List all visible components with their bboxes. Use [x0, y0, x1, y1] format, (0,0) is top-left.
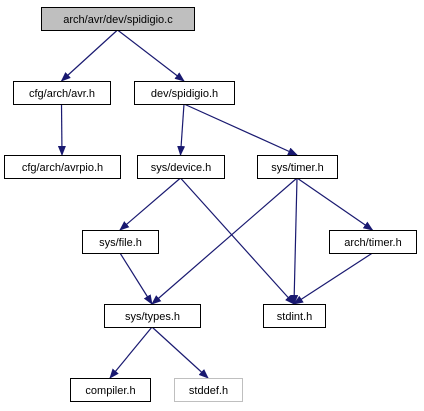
node-dev_spidigio_h[interactable]: dev/spidigio.h — [134, 81, 235, 105]
edge-cfg_avr_h-to-cfg_avrpio_h — [57, 103, 66, 156]
edge-sys_file_h-to-sys_types_h — [119, 252, 153, 305]
node-compiler_h[interactable]: compiler.h — [70, 378, 151, 402]
edge-sys_timer_h-to-sys_types_h — [151, 177, 298, 305]
node-box-stdint_h[interactable] — [263, 304, 326, 328]
node-box-stddef_h[interactable] — [174, 378, 243, 402]
node-label-dev_spidigio_h: dev/spidigio.h — [151, 88, 218, 100]
edge-sys_types_h-to-compiler_h — [109, 326, 153, 379]
edge-dev_spidigio_h-to-sys_timer_h — [183, 103, 298, 156]
node-box-compiler_h[interactable] — [70, 378, 151, 402]
edge-sys_timer_h-to-stdint_h — [290, 177, 299, 305]
node-box-sys_device_h[interactable] — [137, 155, 225, 179]
node-box-cfg_avrpio_h[interactable] — [4, 155, 121, 179]
node-sys_types_h[interactable]: sys/types.h — [104, 304, 201, 328]
node-label-compiler_h: compiler.h — [85, 385, 135, 397]
node-box-sys_file_h[interactable] — [82, 230, 159, 254]
edge-sys_types_h-to-stddef_h — [151, 326, 209, 379]
node-stddef_h[interactable]: stddef.h — [174, 378, 243, 402]
edge-dev_spidigio_h-to-sys_device_h — [177, 103, 186, 156]
node-label-arch_timer_h: arch/timer.h — [344, 237, 401, 249]
node-label-spidigio_c: arch/avr/dev/spidigio.c — [63, 14, 173, 26]
node-label-sys_types_h: sys/types.h — [125, 311, 180, 323]
node-box-arch_timer_h[interactable] — [329, 230, 417, 254]
node-cfg_avr_h[interactable]: cfg/arch/avr.h — [13, 81, 111, 105]
node-stdint_h[interactable]: stdint.h — [263, 304, 326, 328]
edge-arch_timer_h-to-stdint_h — [293, 252, 373, 305]
node-label-stddef_h: stddef.h — [189, 385, 228, 397]
edge-sys_device_h-to-sys_file_h — [119, 177, 181, 231]
node-box-sys_timer_h[interactable] — [257, 155, 338, 179]
node-arch_timer_h[interactable]: arch/timer.h — [329, 230, 417, 254]
edge-sys_device_h-to-stdint_h — [180, 177, 295, 305]
node-label-stdint_h: stdint.h — [277, 311, 312, 323]
node-box-cfg_avr_h[interactable] — [13, 81, 111, 105]
node-label-cfg_avr_h: cfg/arch/avr.h — [29, 88, 95, 100]
edge-spidigio_c-to-cfg_avr_h — [60, 29, 118, 82]
node-label-sys_timer_h: sys/timer.h — [271, 162, 324, 174]
node-label-sys_file_h: sys/file.h — [99, 237, 142, 249]
node-box-dev_spidigio_h[interactable] — [134, 81, 235, 105]
node-spidigio_c[interactable]: arch/avr/dev/spidigio.c — [41, 7, 195, 31]
node-label-sys_device_h: sys/device.h — [151, 162, 212, 174]
node-cfg_avrpio_h[interactable]: cfg/arch/avrpio.h — [4, 155, 121, 179]
node-sys_device_h[interactable]: sys/device.h — [137, 155, 225, 179]
node-sys_timer_h[interactable]: sys/timer.h — [257, 155, 338, 179]
edge-sys_timer_h-to-arch_timer_h — [296, 177, 374, 231]
edge-spidigio_c-to-dev_spidigio_h — [117, 29, 185, 82]
node-box-sys_types_h[interactable] — [104, 304, 201, 328]
node-label-cfg_avrpio_h: cfg/arch/avrpio.h — [22, 162, 103, 174]
node-sys_file_h[interactable]: sys/file.h — [82, 230, 159, 254]
node-box-spidigio_c[interactable] — [41, 7, 195, 31]
